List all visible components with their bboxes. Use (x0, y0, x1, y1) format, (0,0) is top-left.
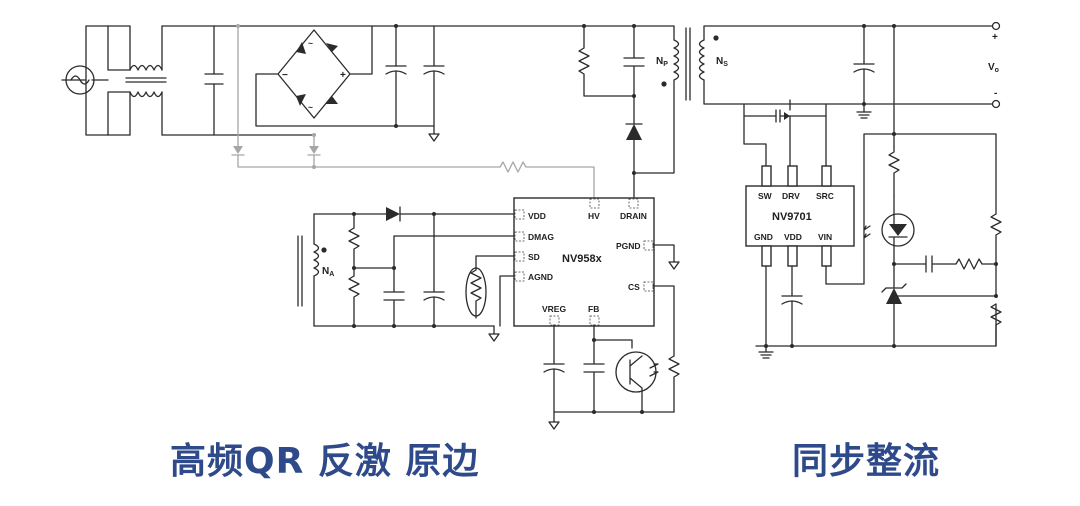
bridge-minus-label: − (282, 70, 288, 81)
pin-src: SRC (816, 191, 834, 201)
sr-mosfet (743, 99, 827, 167)
pin-hv: HV (588, 211, 600, 221)
vreg-fb-network (543, 324, 675, 430)
output-section: + - Vo (853, 21, 1001, 147)
pin-sw: SW (758, 191, 773, 201)
feedback-network (863, 145, 1002, 347)
primary-pins-right (652, 244, 680, 413)
pin-drain: DRAIN (620, 211, 647, 221)
secondary-support (755, 133, 997, 359)
pin-agnd: AGND (528, 272, 553, 282)
pin-pgnd: PGND (616, 241, 641, 251)
x-capacitor (161, 25, 224, 136)
ac-source (61, 25, 109, 136)
bridge-rectifier: ~ ~ + − (255, 25, 373, 127)
main-transformer: NP NS (656, 25, 997, 105)
vout-plus-label: + (992, 32, 998, 43)
common-mode-choke (107, 25, 167, 136)
na-label: NA (322, 266, 334, 278)
pin-drv: DRV (782, 191, 800, 201)
np-label: NP (656, 56, 668, 68)
aux-winding: NA (297, 206, 515, 342)
nv958x-chip: VDD DMAG SD AGND HV DRAIN PGND CS NV958x… (513, 197, 655, 327)
pin-gnd: GND (754, 232, 773, 242)
pin-vdd-p: VDD (528, 211, 546, 221)
pin-cs: CS (628, 282, 640, 292)
caption-secondary: 同步整流 (792, 441, 941, 482)
bridge-ac2-label: ~ (308, 102, 313, 112)
vout-label: Vo (988, 62, 999, 74)
hv-sense-path (231, 24, 595, 199)
bulk-capacitors (313, 24, 445, 142)
pin-sd: SD (528, 252, 540, 262)
pin-vin: VIN (818, 232, 832, 242)
nv9701-name: NV9701 (772, 211, 812, 223)
bridge-plus-label: + (340, 70, 346, 81)
rcd-snubber (578, 24, 675, 199)
caption-primary: 高频QR 反激 原边 (170, 441, 480, 482)
pin-fb: FB (588, 304, 599, 314)
nv958x-name: NV958x (562, 253, 603, 265)
pin-vreg: VREG (542, 304, 566, 314)
vout-minus-label: - (994, 88, 997, 99)
pin-vdd-s: VDD (784, 232, 802, 242)
pin-dmag: DMAG (528, 232, 554, 242)
ns-label: NS (716, 56, 728, 68)
bridge-ac1-label: ~ (308, 38, 313, 48)
nv9701-chip: SW DRV SRC NV9701 GND VDD VIN (745, 165, 855, 267)
